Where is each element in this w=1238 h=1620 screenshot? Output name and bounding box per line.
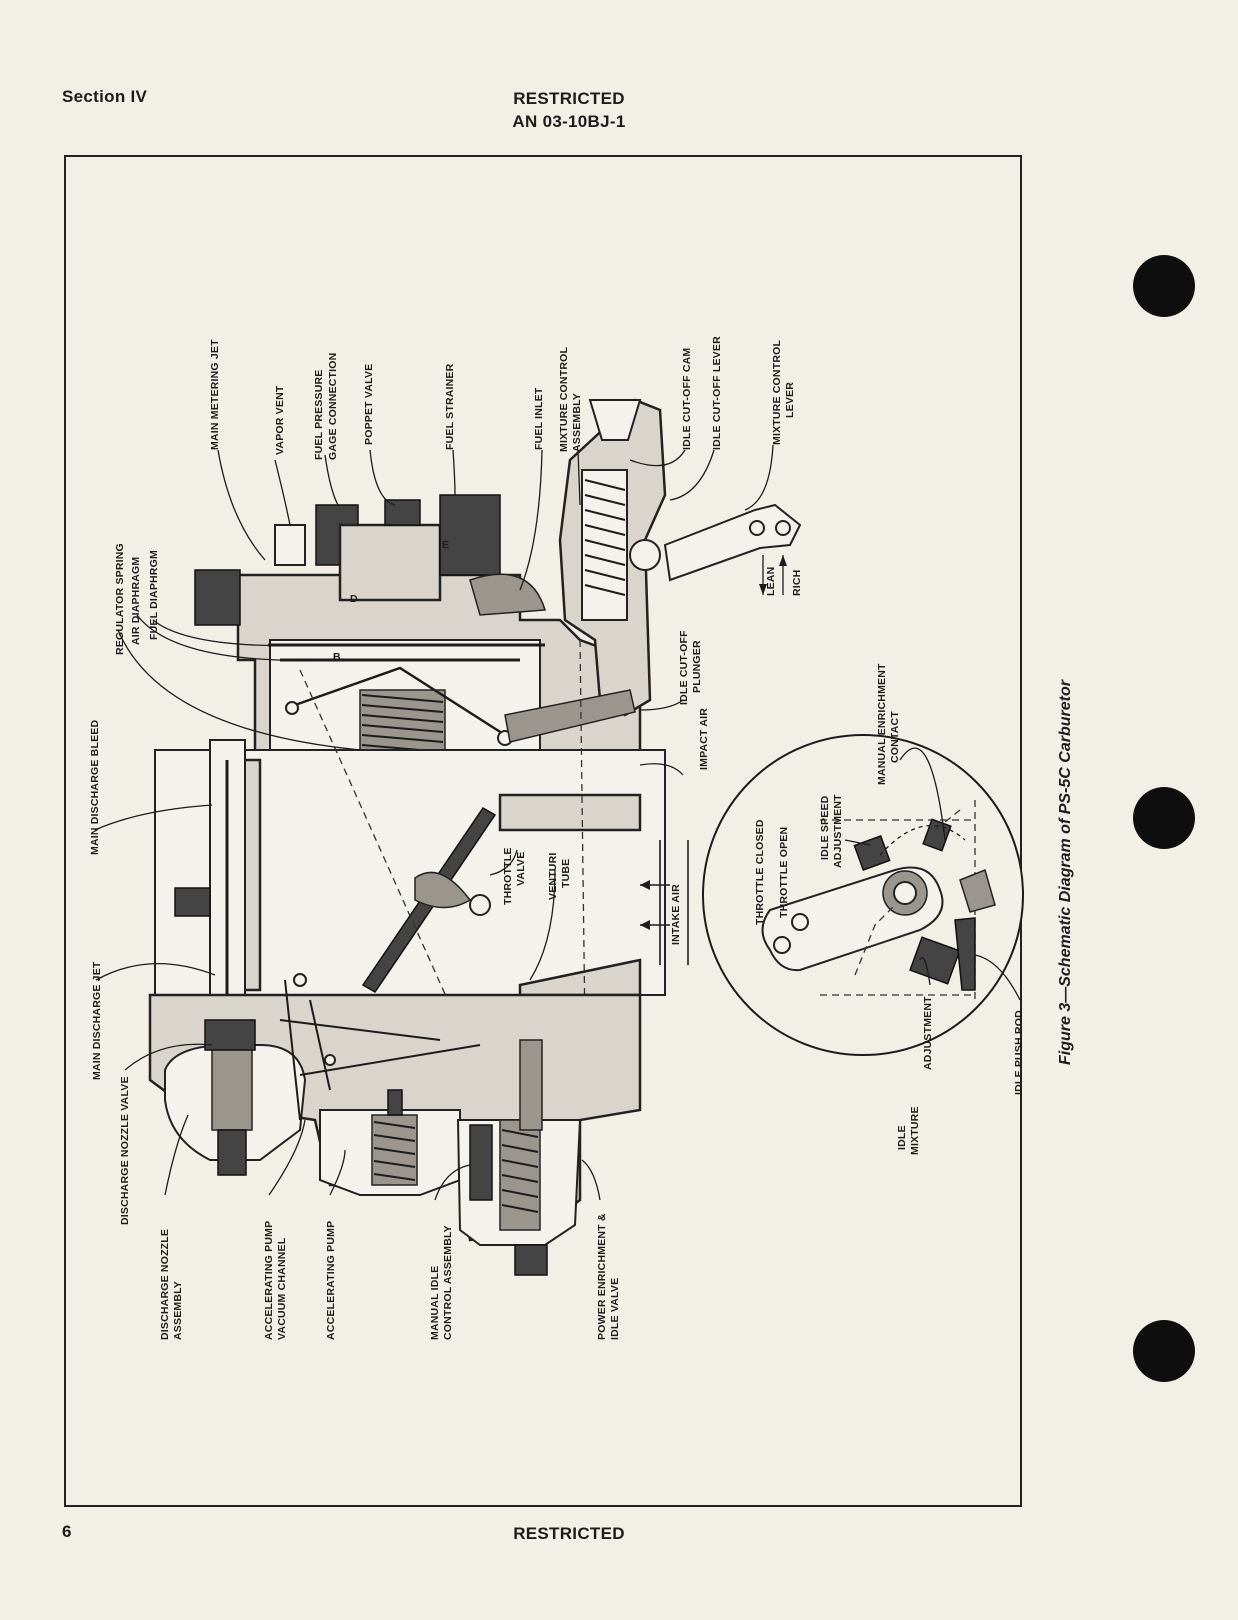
label-throttle-open: THROTTLE OPEN: [778, 827, 790, 918]
label-mixture-control-lever-line1: MIXTURE CONTROL: [771, 340, 783, 445]
label-power-enrichment-line2: IDLE VALVE: [609, 1278, 621, 1340]
label-accel-pump-vacuum-line2: VACUUM CHANNEL: [276, 1237, 288, 1340]
throttle-shaft: [469, 894, 491, 916]
label-throttle-closed: THROTTLE CLOSED: [754, 819, 766, 925]
section-heading: Section IV: [62, 87, 148, 106]
passage-label-b: B: [333, 651, 341, 663]
page-number: 6: [62, 1522, 72, 1541]
label-fuel-pressure-line2: GAGE CONNECTION: [327, 353, 339, 460]
label-idle-mixture-line1: IDLE: [896, 1125, 908, 1150]
classification-footer: RESTRICTED: [513, 1524, 625, 1543]
fuel-strainer: [439, 494, 501, 576]
venturi-upper: [498, 793, 642, 832]
binder-hole: [1133, 787, 1195, 849]
label-idle-cutoff-plunger-line1: IDLE CUT-OFF: [678, 630, 690, 705]
label-idle-speed-line1: IDLE SPEED: [819, 795, 831, 860]
label-impact-air: IMPACT AIR: [698, 708, 710, 770]
label-main-metering-jet: MAIN METERING JET: [209, 339, 221, 450]
throttle-detail-inset: [702, 734, 1024, 1056]
label-air-diaphragm: AIR DIAPHRAGM: [130, 557, 142, 645]
label-poppet-valve: POPPET VALVE: [363, 364, 375, 445]
lean-rich-indicator: [759, 555, 787, 595]
label-fuel-diaphragm: FUEL DIAPHRGM: [148, 550, 160, 640]
vapor-vent-fitting: [274, 524, 306, 566]
label-vapor-vent: VAPOR VENT: [274, 385, 286, 455]
label-manual-idle-line2: CONTROL ASSEMBLY: [442, 1225, 454, 1340]
label-manual-enrichment-line2: CONTACT: [889, 711, 901, 763]
label-fuel-inlet: FUEL INLET: [533, 387, 545, 450]
carburetor-drawing: E D B: [148, 398, 802, 1276]
label-discharge-nozzle-valve: DISCHARGE NOZZLE VALVE: [119, 1076, 131, 1225]
fuel-inlet: [469, 573, 546, 616]
label-manual-enrichment-line1: MANUAL ENRICHMENT: [876, 663, 888, 785]
idle-cutoff-cam: [588, 399, 642, 441]
bleed-fitting: [174, 887, 211, 917]
label-mixture-control-line1: MIXTURE CONTROL: [558, 347, 570, 452]
mixture-control-lever: [663, 503, 802, 582]
label-regulator-spring: REGULATOR SPRING: [114, 543, 126, 655]
label-discharge-nozzle-assembly-line2: ASSEMBLY: [172, 1281, 184, 1340]
label-power-enrichment-line1: POWER ENRICHMENT &: [596, 1213, 608, 1340]
label-accelerating-pump: ACCELERATING PUMP: [325, 1221, 337, 1340]
label-rich: RICH: [791, 570, 803, 596]
idle-cutoff-plunger: [504, 689, 636, 743]
passage-label-d: D: [350, 593, 358, 605]
label-lean: LEAN: [765, 567, 777, 596]
label-throttle-valve-line1: THROTTLE: [502, 847, 514, 905]
label-idle-speed-line2: ADJUSTMENT: [832, 794, 844, 868]
poppet-valve-cap: [384, 499, 421, 526]
figure-caption: Figure 3—Schematic Diagram of PS-5C Carb…: [1057, 679, 1074, 1065]
document-number: AN 03-10BJ-1: [512, 112, 626, 131]
label-main-discharge-bleed: MAIN DISCHARGE BLEED: [89, 720, 101, 855]
label-mixture-control-line2: ASSEMBLY: [571, 393, 583, 452]
label-idle-mixture-line3: ADJUSTMENT: [922, 996, 934, 1070]
label-manual-idle-line1: MANUAL IDLE: [429, 1266, 441, 1340]
label-idle-mixture-line2: MIXTURE: [909, 1106, 921, 1155]
label-fuel-pressure-line1: FUEL PRESSURE: [313, 369, 325, 460]
binder-hole: [1133, 1320, 1195, 1382]
label-discharge-nozzle-assembly-line1: DISCHARGE NOZZLE: [159, 1229, 171, 1340]
label-accel-pump-vacuum-line1: ACCELERATING PUMP: [263, 1221, 275, 1340]
classification-header: RESTRICTED: [513, 89, 625, 108]
figure-frame: [64, 155, 1022, 1507]
binder-hole: [1133, 255, 1195, 317]
idle-speed-screw: [853, 835, 891, 871]
label-venturi-tube-line1: VENTURI: [547, 853, 559, 901]
label-main-discharge-jet: MAIN DISCHARGE JET: [91, 961, 103, 1080]
idle-push-rod: [954, 917, 976, 991]
figure-labels: MAIN METERING JET VAPOR VENT FUEL PRESSU…: [89, 336, 1025, 1340]
label-venturi-tube-line2: TUBE: [560, 859, 572, 888]
label-throttle-valve-line2: VALVE: [515, 852, 527, 886]
fuel-fitting: [194, 569, 241, 626]
label-idle-cutoff-plunger-line2: PLUNGER: [691, 640, 703, 693]
label-intake-air: INTAKE AIR: [670, 884, 682, 945]
leader-lines: [94, 444, 1021, 1201]
label-fuel-strainer: FUEL STRAINER: [444, 363, 456, 450]
passage-label-e: E: [442, 539, 449, 551]
label-idle-push-rod: IDLE PUSH ROD: [1013, 1010, 1025, 1095]
label-idle-cutoff-lever: IDLE CUT-OFF LEVER: [711, 336, 723, 450]
label-mixture-control-lever-line2: LEVER: [784, 382, 796, 418]
label-idle-cutoff-cam: IDLE CUT-OFF CAM: [681, 348, 693, 450]
